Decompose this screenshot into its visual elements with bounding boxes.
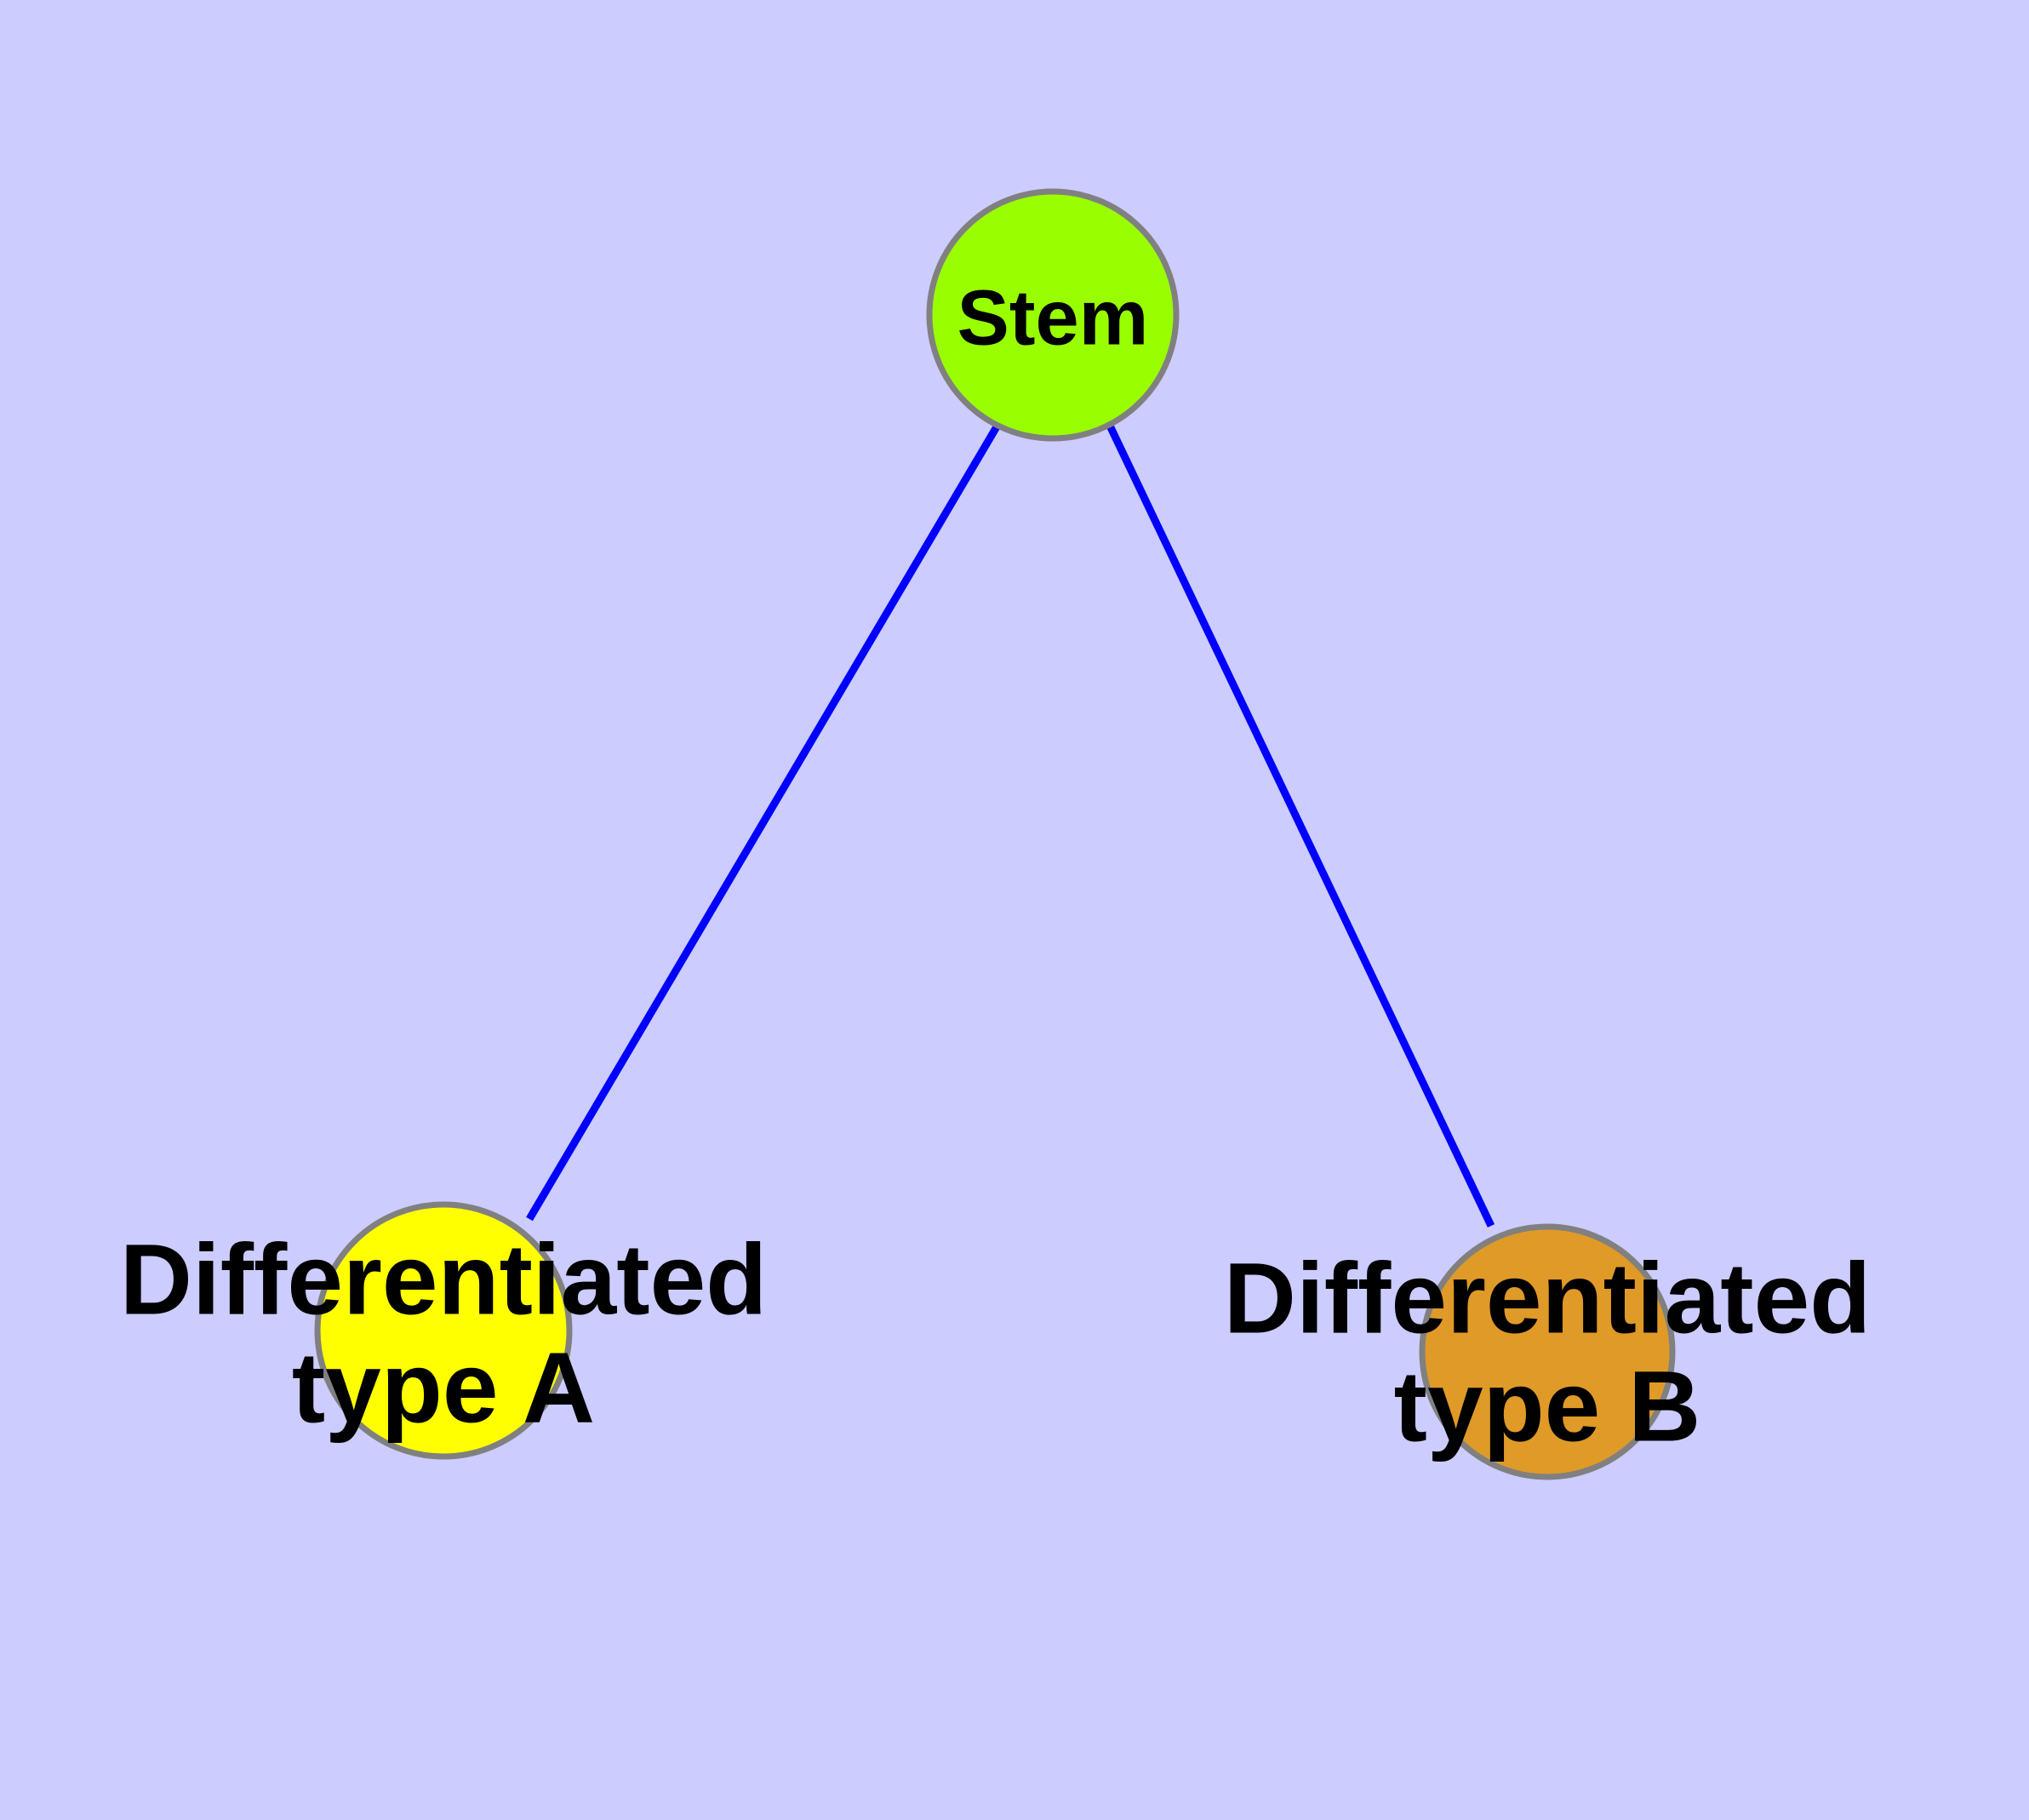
node-stem[interactable] (926, 188, 1180, 442)
edge-stem-to-type-a[interactable] (526, 421, 1002, 1222)
edge-stem-to-type-b[interactable] (1106, 424, 1495, 1228)
node-diff-type-b[interactable] (1419, 1223, 1676, 1480)
node-diff-type-a[interactable] (314, 1201, 573, 1460)
